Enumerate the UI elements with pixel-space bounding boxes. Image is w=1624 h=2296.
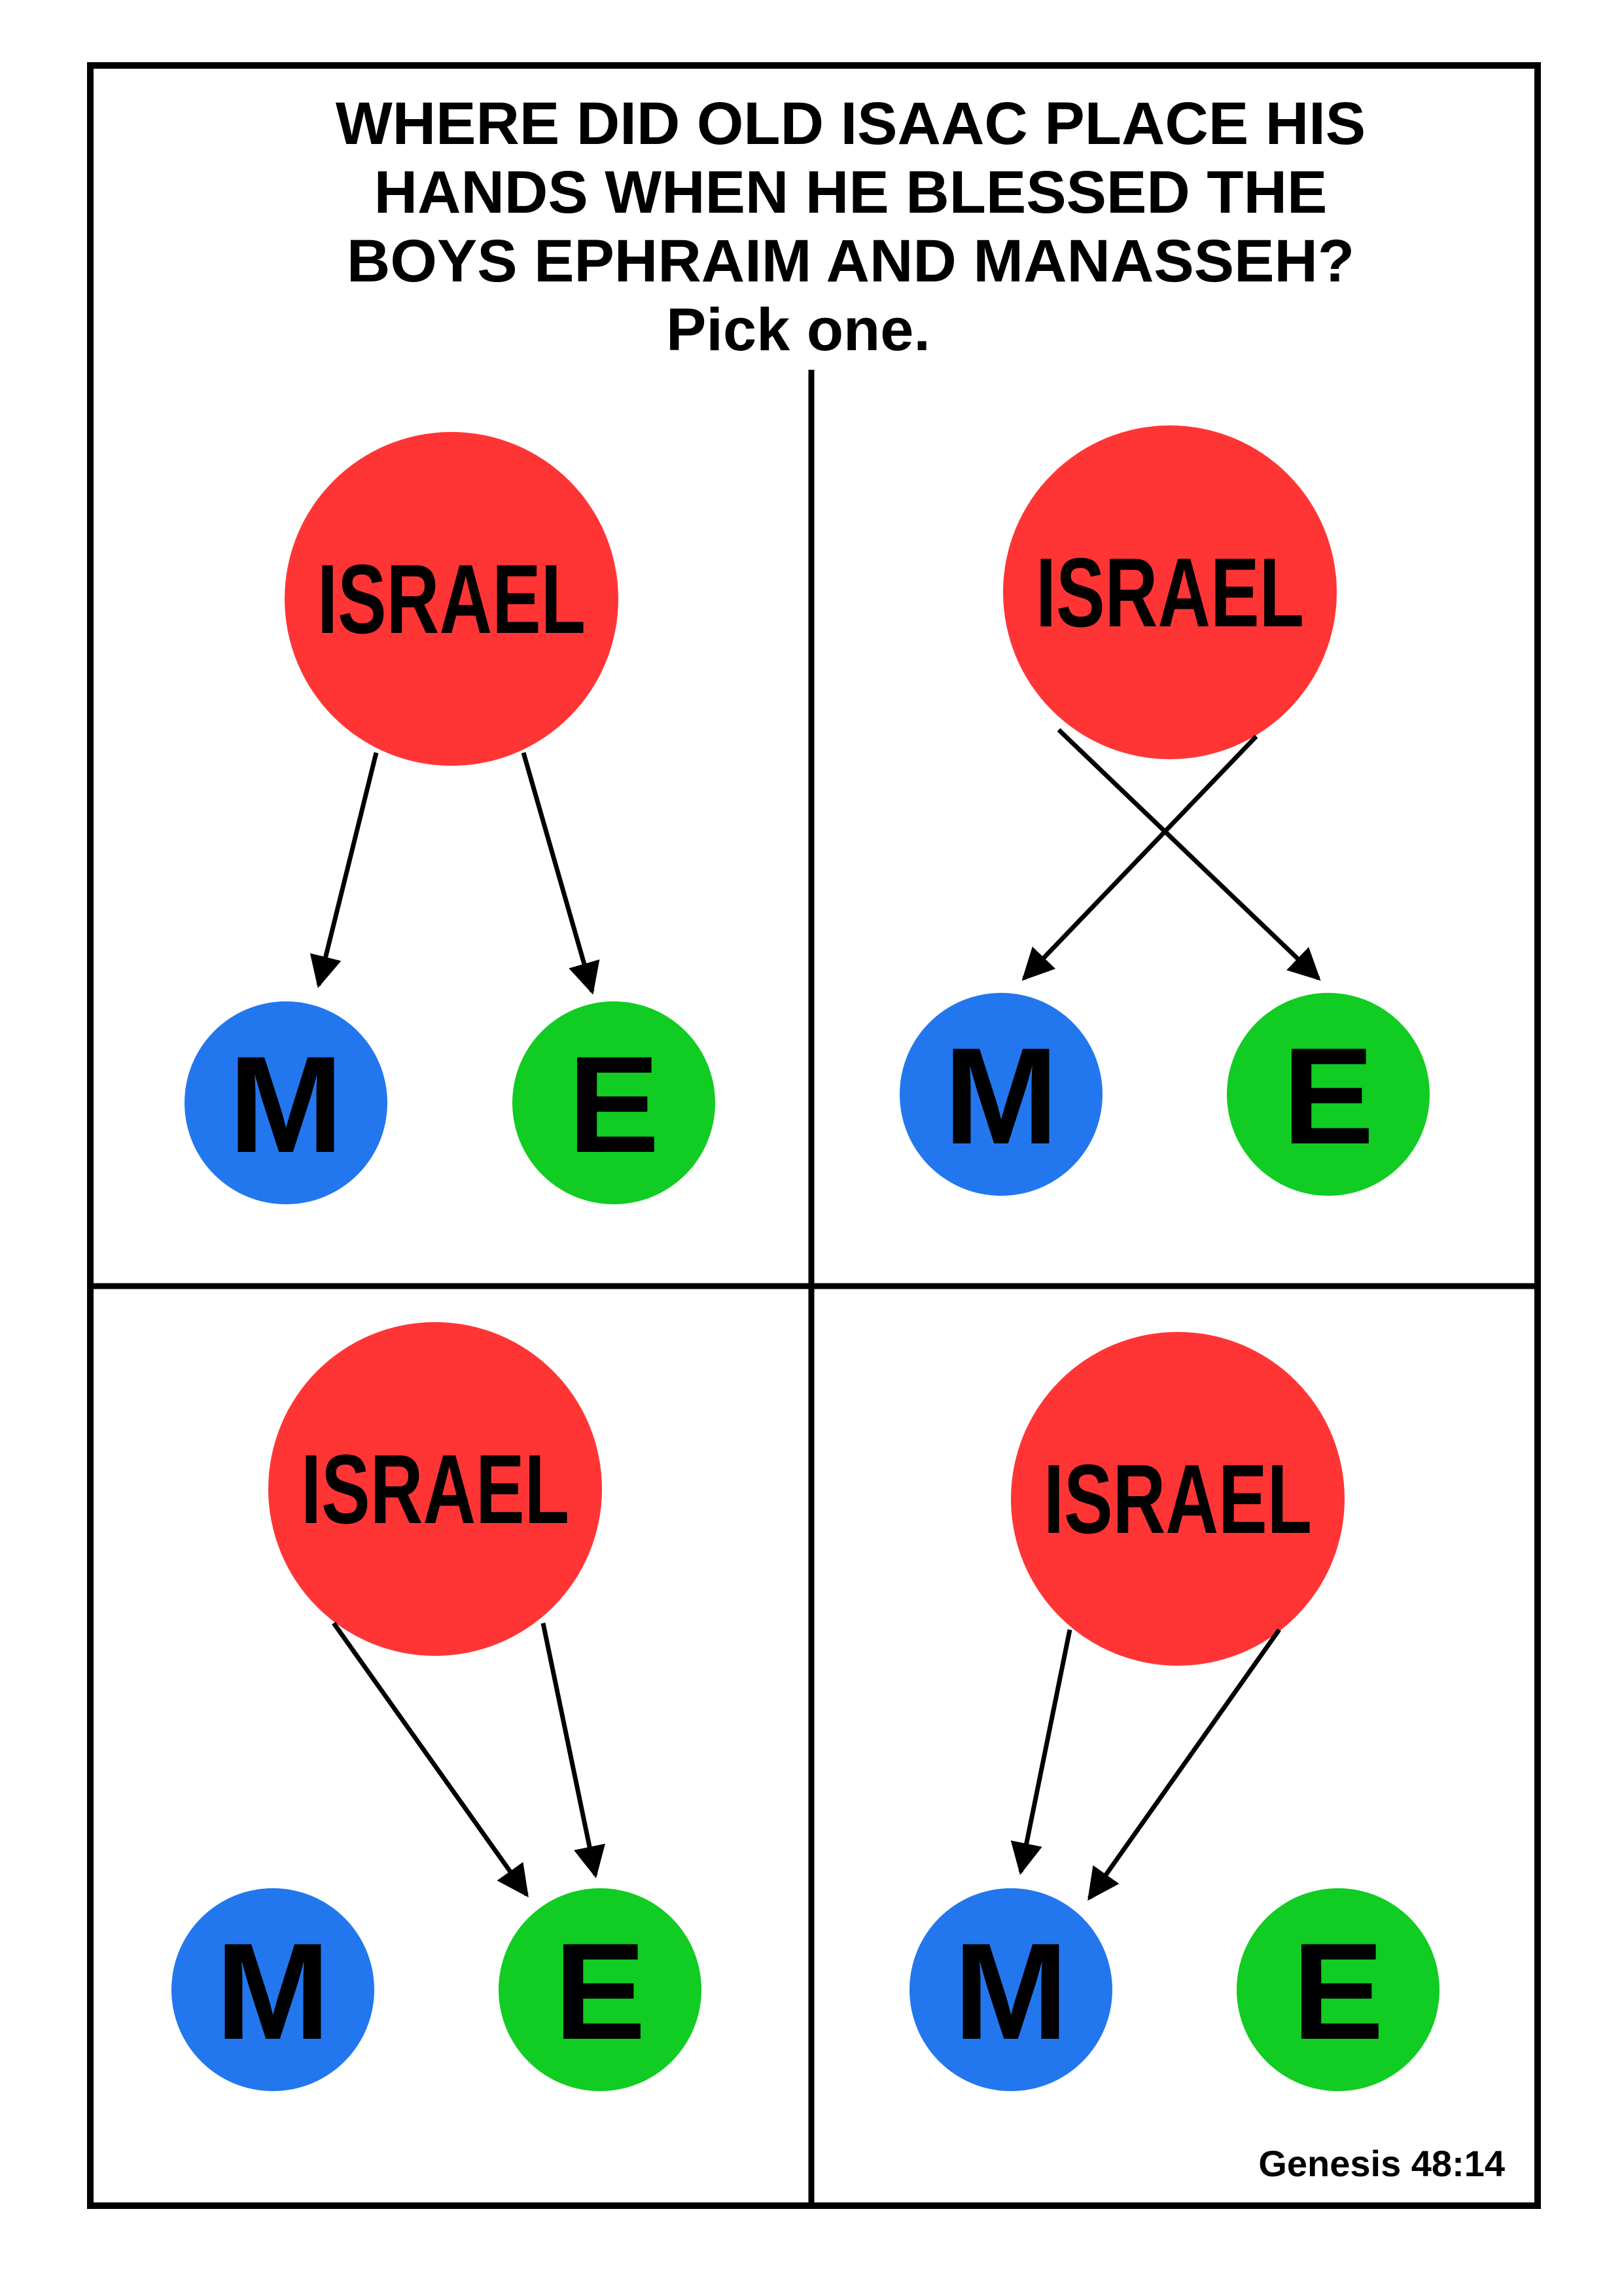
- title-line-4: Pick one.: [666, 296, 930, 363]
- manasseh-label: M: [954, 1914, 1068, 2068]
- israel-circle: [1011, 1332, 1345, 1666]
- manasseh-circle: [171, 1888, 374, 2091]
- israel-label: ISRAEL: [317, 544, 586, 654]
- hand-arrow-1: [1021, 734, 1258, 981]
- hand-arrow-1: [1010, 1629, 1072, 1875]
- manasseh-circle: [900, 993, 1103, 1196]
- ephraim-circle: [1227, 993, 1430, 1196]
- panel-option-1[interactable]: ISRAEL M E: [185, 432, 715, 1204]
- israel-label: ISRAEL: [1036, 537, 1304, 647]
- panel-option-4[interactable]: ISRAEL M E: [909, 1332, 1439, 2091]
- hand-arrow-1: [332, 1621, 529, 1897]
- ephraim-circle: [512, 1001, 715, 1204]
- panels: ISRAEL M E ISRAEL M E ISRAEL M E ISRAEL M E: [171, 425, 1439, 2091]
- manasseh-circle: [909, 1888, 1112, 2091]
- hand-arrow-2: [1057, 728, 1321, 981]
- scripture-reference: Genesis 48:14: [1258, 2143, 1505, 2184]
- ephraim-label: E: [1282, 1019, 1374, 1173]
- israel-label: ISRAEL: [301, 1434, 569, 1544]
- manasseh-label: M: [216, 1914, 330, 2068]
- ephraim-label: E: [554, 1914, 646, 2068]
- title-line-1: WHERE DID OLD ISAAC PLACE HIS: [336, 90, 1366, 157]
- hand-arrow-2: [540, 1623, 606, 1878]
- hand-arrow-2: [521, 752, 600, 995]
- manasseh-label: M: [944, 1019, 1059, 1173]
- israel-label: ISRAEL: [1044, 1444, 1312, 1554]
- title-line-3: BOYS EPHRAIM AND MANASSEH?: [347, 228, 1354, 295]
- manasseh-label: M: [229, 1028, 344, 1181]
- israel-circle: [268, 1322, 602, 1656]
- panel-option-3[interactable]: ISRAEL M E: [171, 1322, 701, 2091]
- israel-circle: [1003, 425, 1337, 759]
- israel-circle: [285, 432, 618, 766]
- ephraim-circle: [1237, 1888, 1439, 2091]
- ephraim-label: E: [1292, 1914, 1384, 2068]
- title-line-2: HANDS WHEN HE BLESSED THE: [374, 159, 1328, 226]
- manasseh-circle: [185, 1001, 387, 1204]
- panel-option-2[interactable]: ISRAEL M E: [900, 425, 1430, 1196]
- hand-arrow-1: [309, 752, 379, 988]
- question-title: WHERE DID OLD ISAAC PLACE HIS HANDS WHEN…: [336, 90, 1366, 363]
- ephraim-label: E: [568, 1028, 660, 1181]
- ephraim-circle: [499, 1888, 701, 2091]
- hand-arrow-2: [1087, 1628, 1281, 1901]
